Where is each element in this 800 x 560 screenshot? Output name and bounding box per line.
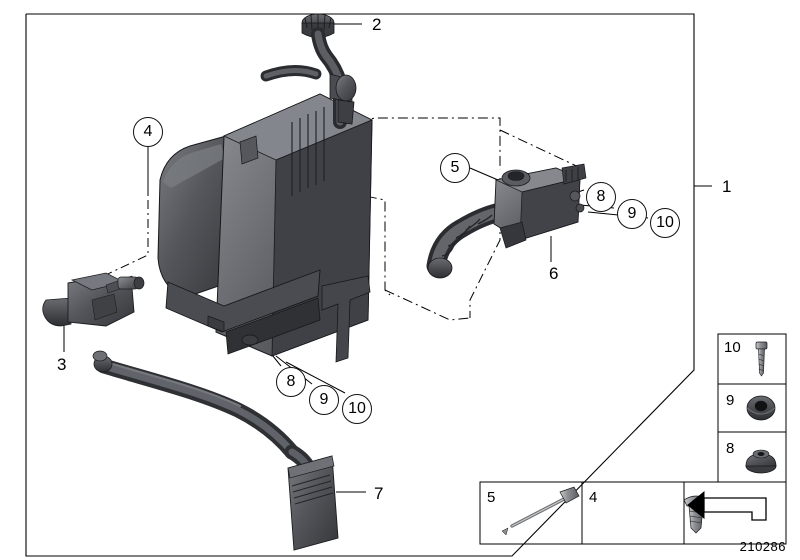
legend-icon-screw-long xyxy=(755,341,768,377)
part-4-carbon-canister xyxy=(157,93,373,363)
callout-10-right[interactable]: 10 xyxy=(650,208,680,238)
callout-8-left[interactable]: 8 xyxy=(276,367,306,397)
callout-4[interactable]: 4 xyxy=(133,117,163,147)
legend-num-10: 10 xyxy=(724,339,741,356)
part-2-cap-and-neck xyxy=(260,13,357,129)
frame-outline xyxy=(25,13,695,557)
legend-num-9: 9 xyxy=(726,392,735,409)
legend-num-8: 8 xyxy=(726,440,735,457)
legend-icon-grommet xyxy=(746,395,776,421)
legend-box xyxy=(479,333,787,545)
label-6[interactable]: 6 xyxy=(549,264,559,283)
part-6-leak-diagnosis-module xyxy=(426,163,587,279)
callout-5[interactable]: 5 xyxy=(440,153,470,183)
callout-8-right[interactable]: 8 xyxy=(586,182,616,212)
label-7[interactable]: 7 xyxy=(374,484,384,503)
label-2[interactable]: 2 xyxy=(372,15,382,34)
legend-num-4: 4 xyxy=(589,489,598,506)
callout-10-left[interactable]: 10 xyxy=(342,394,372,424)
part-7-vent-line xyxy=(92,350,339,551)
label-1[interactable]: 1 xyxy=(722,177,732,196)
legend-num-5: 5 xyxy=(487,489,496,506)
label-3[interactable]: 3 xyxy=(57,355,67,374)
callout-9-left[interactable]: 9 xyxy=(309,385,339,415)
legend-icon-cable-tie xyxy=(501,486,580,536)
legend-icon-arrow-direction xyxy=(687,490,767,521)
part-3-purge-valve xyxy=(42,272,145,327)
callout-9-right[interactable]: 9 xyxy=(617,199,647,229)
diagram-id-code: 210286 xyxy=(739,539,786,554)
legend-icon-rubber-mount xyxy=(745,449,777,474)
